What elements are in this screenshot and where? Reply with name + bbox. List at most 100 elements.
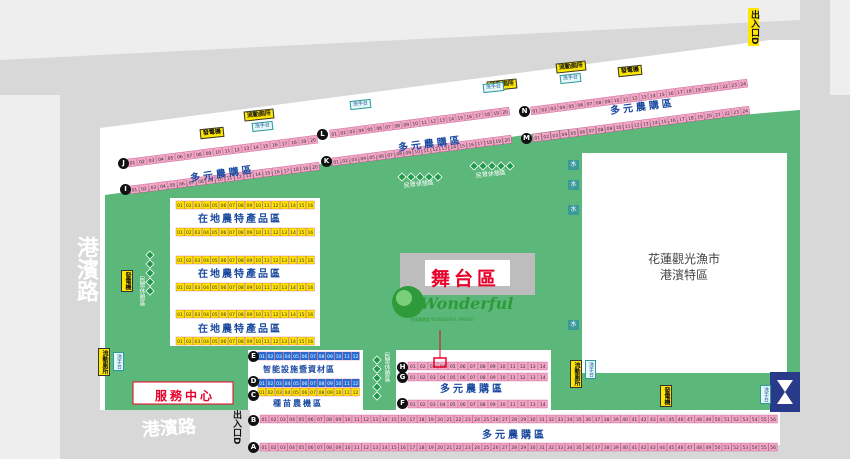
booth[interactable] [401, 119, 412, 129]
booth[interactable] [315, 442, 325, 452]
booth[interactable] [410, 118, 421, 128]
booth[interactable] [271, 166, 282, 177]
booth[interactable] [271, 336, 280, 346]
booth[interactable] [254, 309, 263, 319]
booth[interactable] [266, 351, 275, 361]
booth[interactable] [676, 114, 687, 124]
booth[interactable] [280, 255, 289, 265]
booth[interactable] [306, 200, 315, 210]
booth[interactable] [463, 442, 473, 452]
booth[interactable] [417, 361, 428, 371]
booth[interactable] [175, 282, 185, 292]
booth[interactable] [455, 112, 466, 123]
booth[interactable] [342, 378, 352, 388]
booth[interactable] [676, 442, 686, 452]
booth[interactable] [457, 361, 468, 371]
booth[interactable] [306, 336, 315, 346]
booth[interactable] [193, 200, 202, 210]
booth[interactable] [638, 91, 649, 102]
booth[interactable] [288, 282, 298, 292]
booth[interactable] [227, 200, 237, 210]
badge-h[interactable]: H [397, 362, 408, 373]
booth[interactable] [271, 282, 280, 292]
booth[interactable] [210, 200, 219, 210]
booth[interactable] [527, 361, 538, 371]
booth[interactable] [297, 336, 306, 346]
booth[interactable] [467, 399, 478, 409]
booth[interactable] [274, 351, 284, 361]
booth[interactable] [280, 227, 289, 237]
booth[interactable] [517, 361, 528, 371]
booth[interactable] [713, 109, 723, 119]
booth[interactable] [338, 127, 349, 137]
booth[interactable] [481, 442, 491, 452]
booth[interactable] [280, 309, 289, 319]
booth[interactable] [649, 117, 660, 127]
booth[interactable] [288, 227, 298, 237]
booth[interactable] [611, 95, 622, 105]
booth[interactable] [370, 414, 380, 424]
booth[interactable] [306, 227, 315, 237]
booth[interactable] [472, 414, 482, 424]
booth[interactable] [193, 227, 202, 237]
booth[interactable] [548, 103, 559, 113]
booth[interactable] [184, 150, 195, 160]
booth[interactable] [184, 255, 193, 265]
booth[interactable] [565, 414, 575, 424]
booth[interactable] [491, 108, 502, 118]
booth[interactable] [203, 148, 214, 158]
booth[interactable] [269, 414, 279, 424]
booth[interactable] [467, 361, 478, 371]
booth[interactable] [201, 200, 211, 210]
booth[interactable] [138, 183, 149, 193]
booth[interactable] [262, 167, 273, 178]
booth[interactable] [487, 399, 498, 409]
booth[interactable] [430, 144, 441, 154]
booth[interactable] [389, 442, 399, 452]
booth[interactable] [722, 442, 732, 452]
badge-i[interactable]: I [120, 184, 131, 195]
booth[interactable] [674, 87, 685, 97]
booth[interactable] [380, 414, 390, 424]
booth[interactable] [254, 255, 263, 265]
booth[interactable] [454, 414, 464, 424]
booth[interactable] [290, 164, 301, 174]
exit-d-top[interactable]: 出入口D [748, 8, 759, 47]
booth[interactable] [271, 227, 280, 237]
booth[interactable] [620, 442, 630, 452]
booth[interactable] [695, 111, 705, 122]
booth[interactable] [541, 131, 552, 141]
booth[interactable] [738, 78, 749, 89]
booth[interactable] [245, 255, 254, 265]
booth[interactable] [622, 121, 633, 131]
booth[interactable] [271, 309, 280, 319]
booth[interactable] [342, 351, 352, 361]
booth[interactable] [334, 378, 343, 388]
booth[interactable] [648, 414, 658, 424]
badge-g[interactable]: G [397, 372, 408, 383]
booth[interactable] [568, 128, 579, 138]
booth[interactable] [165, 152, 176, 163]
booth[interactable] [184, 227, 193, 237]
booth[interactable] [174, 151, 185, 162]
booth[interactable] [175, 227, 185, 237]
booth[interactable] [497, 399, 508, 409]
booth[interactable] [694, 414, 704, 424]
booth[interactable] [175, 200, 185, 210]
booth[interactable] [473, 110, 484, 120]
booth[interactable] [426, 414, 436, 424]
booth[interactable] [307, 134, 318, 145]
booth[interactable] [361, 414, 371, 424]
booth[interactable] [729, 80, 739, 90]
booth[interactable] [574, 414, 584, 424]
booth[interactable] [227, 255, 237, 265]
booth[interactable] [288, 200, 298, 210]
booth[interactable] [201, 309, 211, 319]
booth[interactable] [219, 255, 228, 265]
booth[interactable] [236, 282, 246, 292]
booth[interactable] [193, 282, 202, 292]
booth[interactable] [306, 414, 316, 424]
booth[interactable] [274, 378, 284, 388]
booth[interactable] [210, 282, 219, 292]
badge-f[interactable]: F [397, 398, 408, 409]
